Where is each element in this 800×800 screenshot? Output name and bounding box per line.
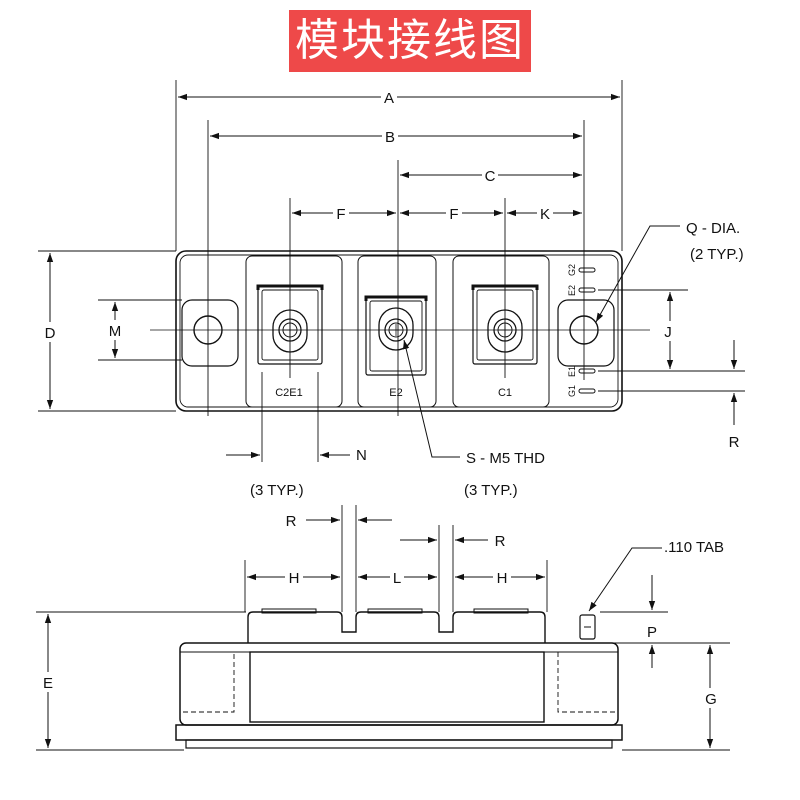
hidden-lines [183,652,615,713]
terminal-top-c1 [473,608,529,614]
callout-tab: .110 TAB [664,539,724,556]
pin-label-g2: G2 [567,264,577,276]
terminal-plate-e2 [364,295,428,376]
terminal-label-e2: E2 [389,387,402,399]
dim-label-g: G [705,691,717,708]
base-foot [185,739,613,749]
mount-ear-right [557,299,615,367]
dim-label-m: M [109,323,122,340]
callout-s-thd: S - M5 THD [466,450,545,467]
extension-lines-top [38,80,745,462]
terminal-cell-e2 [357,255,437,408]
side-view [175,608,623,749]
pin-label-g1: G1 [567,385,577,397]
leader-q-dia [595,225,680,323]
base-plate [175,724,623,741]
dim-label-l: L [393,570,401,587]
terminal-top-e2 [367,608,423,614]
pin-label-e1: E1 [567,366,577,377]
dim-label-f2: F [449,206,458,223]
title-banner: 模块接线图 [289,10,531,72]
pin-label-e2: E2 [567,285,577,296]
callout-q-dia: Q - DIA. [686,220,740,237]
housing-profile [247,611,546,643]
callout-labels: Q - DIA. (2 TYP.) S - M5 THD (3 TYP.) (3… [250,220,744,556]
callout-n-typ: (3 TYP.) [250,482,304,499]
module-body-outline [175,250,623,412]
dim-label-d: D [45,325,56,342]
dimension-lines-side [44,516,714,748]
dimension-lines-top [46,93,738,459]
aux-pins [578,267,596,394]
extension-lines-side [36,505,730,751]
terminal-cell-c1 [452,255,550,408]
page-title: 模块接线图 [295,15,525,66]
callout-q-typ: (2 TYP.) [690,246,744,263]
terminal-cell-c2e1 [245,255,343,408]
callout-s-typ: (3 TYP.) [464,482,518,499]
housing-window [249,651,545,723]
leader-lines [403,225,680,612]
dimension-labels-side: E G P H L H R R [40,513,720,708]
housing-body [179,642,619,726]
dim-label-p: P [647,624,657,641]
mount-ear-left [181,299,239,367]
dim-label-e: E [43,675,53,692]
terminal-label-c1: C1 [498,387,512,399]
tab-terminal [579,614,596,640]
dim-label-r-top: R [286,513,297,530]
dim-label-b: B [385,129,395,146]
terminal-label-c2e1: C2E1 [275,387,303,399]
dim-label-r-right: R [729,434,740,451]
terminal-labels: C2E1 E2 C1 [275,387,512,399]
dim-label-h1: H [289,570,300,587]
pin-labels: G2 E2 E1 G1 [567,264,577,397]
dim-label-j: J [664,324,672,341]
dim-label-c: C [485,168,496,185]
dim-label-f1: F [336,206,345,223]
terminal-top-c2e1 [261,608,317,614]
dim-label-a: A [384,90,394,107]
dim-label-r-mid: R [495,533,506,550]
dim-label-n: N [356,447,367,464]
dim-label-k: K [540,206,550,223]
leader-tab [588,547,662,612]
dim-label-h2: H [497,570,508,587]
leader-s-thd [403,339,460,458]
dimension-labels-top: A B C F F K D M J R N [42,87,740,464]
